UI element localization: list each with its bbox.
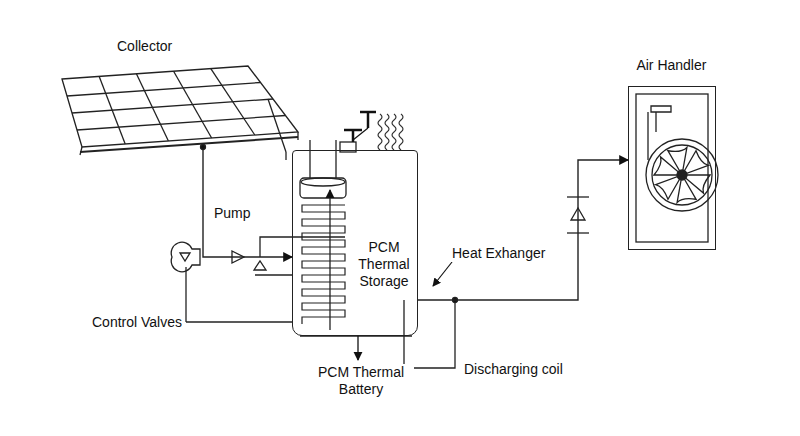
- control-valve-pipe: [186, 237, 345, 322]
- solar-panel: [62, 66, 298, 160]
- solar-collector: Collector: [55, 34, 305, 150]
- discharge-pipe: [404, 298, 458, 369]
- pump-label: Pump: [212, 205, 253, 222]
- valve-label: Control Valves: [90, 314, 184, 331]
- node-label: PCM Thermal Storage: [353, 239, 415, 290]
- node-label: Air Handler: [636, 57, 706, 74]
- leader-line: [433, 262, 452, 286]
- pipe-connector: [203, 150, 292, 257]
- coil-label: Discharging coil: [462, 361, 565, 378]
- heat-waves: [378, 114, 403, 150]
- node-label: Collector: [117, 38, 172, 55]
- tap-symbol: [344, 112, 376, 142]
- tank-interior: [300, 140, 412, 336]
- flow-arrow: [357, 336, 358, 360]
- pump-symbol: [171, 242, 292, 275]
- air-handler-fan: [636, 94, 718, 242]
- air-handler: Air Handler: [628, 86, 716, 250]
- exchanger-label: Heat Exhanger: [450, 245, 547, 262]
- storage-tank: PCM Thermal Storage: [292, 150, 418, 336]
- pipe-connector: [418, 160, 628, 300]
- battery-label: PCM Thermal Battery: [308, 364, 414, 398]
